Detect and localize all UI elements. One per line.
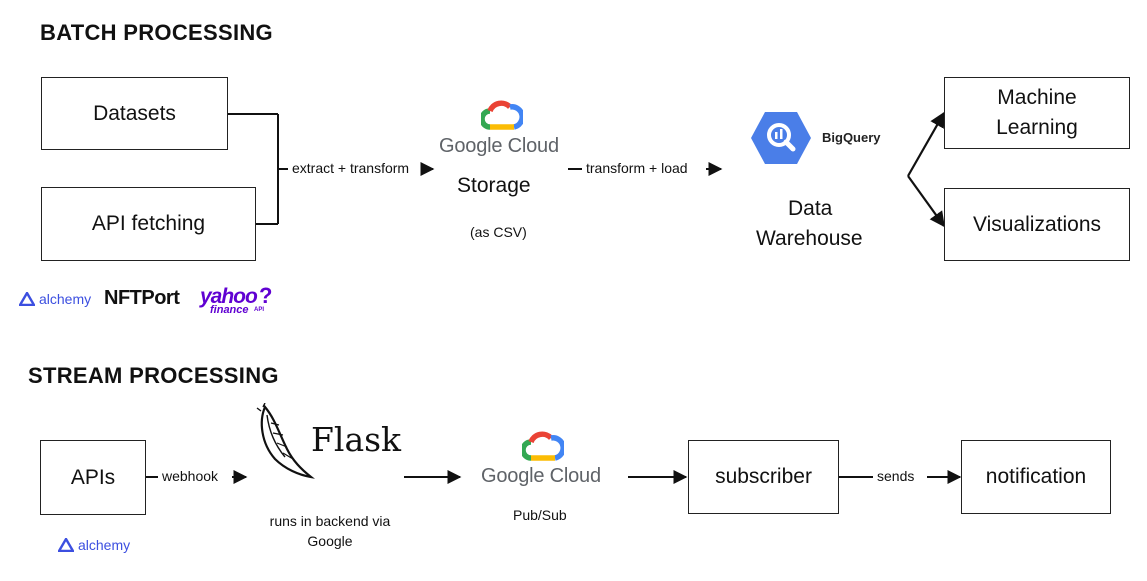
visualizations-label: Visualizations: [972, 212, 1102, 236]
bigquery-icon: [751, 112, 811, 164]
viz-branch-arrow: [907, 175, 945, 228]
webhook-label: webhook: [162, 468, 219, 484]
stream-alchemy-logo-icon: [58, 538, 74, 552]
yahoo-finance-api-text: API: [254, 307, 265, 313]
datasets-label: Datasets: [93, 101, 176, 125]
yahoo-logo-mark: ?: [259, 283, 273, 308]
transform-load-label: transform + load: [586, 160, 688, 176]
machine-learning-line1: Machine: [997, 86, 1077, 109]
alchemy-logo-text: alchemy: [39, 291, 92, 307]
apis-box: APIs: [40, 440, 146, 515]
flask-note: runs in backend via Google: [269, 513, 391, 549]
datasets-box: Datasets: [41, 77, 228, 150]
api-fetching-box: API fetching: [41, 187, 256, 261]
visualizations-box: Visualizations: [944, 188, 1130, 261]
alchemy-logo-icon: [19, 292, 35, 306]
batch-processing-heading: BATCH PROCESSING: [40, 20, 273, 45]
alchemy-logo: alchemy: [19, 291, 91, 307]
pubsub-google-cloud-icon: [522, 431, 564, 461]
stream-alchemy-logo-text: alchemy: [78, 537, 131, 553]
api-fetching-label: API fetching: [91, 212, 206, 235]
extract-transform-label: extract + transform: [292, 160, 410, 176]
flask-horn-icon: [256, 403, 315, 479]
notification-label: notification: [985, 465, 1087, 488]
nftport-logo: NFTPort: [104, 287, 180, 309]
yahoo-finance-logo: yahoo ? finance API: [200, 283, 280, 321]
pubsub-brand-text: Google Cloud: [481, 465, 601, 487]
sends-label: sends: [877, 468, 915, 484]
stream-alchemy-logo: alchemy: [58, 537, 130, 553]
yahoo-logo-text: yahoo: [200, 285, 258, 308]
machine-learning-box: Machine Learning: [944, 77, 1130, 149]
subscriber-label: subscriber: [715, 465, 812, 488]
storage-title: Storage: [457, 174, 531, 197]
subscriber-box: subscriber: [688, 440, 839, 514]
flask-logo-text: Flask: [311, 420, 402, 459]
stream-processing-heading: STREAM PROCESSING: [28, 363, 279, 388]
storage-note: (as CSV): [470, 224, 527, 240]
google-cloud-logo-icon: [481, 100, 523, 130]
machine-learning-line2: Learning: [996, 116, 1078, 139]
data-warehouse-line1: Data: [788, 197, 833, 220]
data-warehouse-line2: Warehouse: [756, 227, 863, 250]
yahoo-finance-subtext: finance: [210, 304, 249, 316]
pubsub-label: Pub/Sub: [513, 507, 567, 523]
notification-box: notification: [961, 440, 1111, 514]
gcs-brand-text: Google Cloud: [439, 135, 559, 157]
bigquery-label: BigQuery: [822, 130, 881, 145]
ml-branch-arrow: [907, 111, 945, 177]
apis-label: APIs: [70, 465, 116, 489]
